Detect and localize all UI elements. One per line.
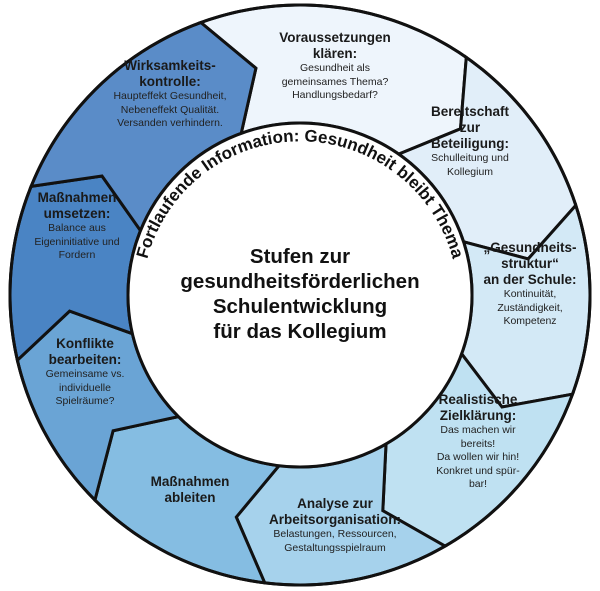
step-body: Haupteffekt Gesundheit, <box>113 90 227 102</box>
step-body: Versanden verhindern. <box>117 117 223 129</box>
step-body: bereits! <box>460 437 496 450</box>
step-title: Bereitschaft <box>430 104 510 119</box>
step-label-wirksamkeitskontrolle: Wirksamkeits-kontrolle:Haupteffekt Gesun… <box>113 58 226 131</box>
step-body: Belastungen, Ressourcen, <box>273 528 397 540</box>
center-title-line: Stufen zur <box>249 245 351 268</box>
center-title: Stufen zur gesundheitsförderlichen Schul… <box>180 244 419 344</box>
center-title-line: gesundheitsförderlichen <box>180 270 420 293</box>
step-body: Das machen wir <box>440 424 516 436</box>
step-body: gemeinsames Thema? <box>281 75 389 88</box>
step-title: Analyse zur <box>297 496 373 511</box>
step-body: Gestaltungsspielraum <box>284 541 386 554</box>
step-title: ableiten <box>164 490 216 505</box>
step-body: Eigeninitiative und <box>34 235 120 248</box>
step-body: Handlungsbedarf? <box>292 89 378 101</box>
step-title: zur <box>459 120 481 135</box>
center-title-line: Schulentwicklung <box>212 295 388 318</box>
step-title: Maßnahmen <box>37 190 117 205</box>
step-title: an der Schule: <box>483 272 577 287</box>
step-body: bar! <box>468 478 488 490</box>
step-title: „Gesundheits- <box>483 240 577 255</box>
step-body: Nebeneffekt Qualität. <box>120 103 220 116</box>
step-body: Schulleitung und <box>431 152 509 164</box>
step-body: Konkret und spür- <box>436 464 520 477</box>
step-title: Voraussetzungen <box>279 30 391 45</box>
step-title: klären: <box>312 46 358 61</box>
step-body: Kontinuität, <box>503 288 557 300</box>
step-title: Beteiligung: <box>431 136 509 151</box>
outer-ring <box>8 3 592 587</box>
step-title: Maßnahmen <box>150 474 230 489</box>
step-title: Wirksamkeits- <box>124 58 216 73</box>
step-body: individuelle <box>59 381 111 394</box>
step-body: Zuständigkeit, <box>497 301 563 314</box>
step-body: Spielräume? <box>55 395 115 407</box>
step-body: Da wollen wir hin! <box>436 451 520 463</box>
step-title: Realistische <box>438 392 518 407</box>
step-title: umsetzen: <box>43 206 111 221</box>
step-title: kontrolle: <box>139 74 201 89</box>
step-title: Arbeitsorganisation: <box>268 512 402 527</box>
step-label-gesundheitsstruktur: „Gesundheits-struktur“an der Schule:Kont… <box>483 240 576 329</box>
step-body: Kollegium <box>446 165 494 178</box>
step-title: Zielklärung: <box>439 408 517 423</box>
step-body: Gemeinsame vs. <box>45 368 125 380</box>
step-body: Balance aus <box>48 222 106 234</box>
step-body: Fordern <box>58 249 96 261</box>
step-title: bearbeiten: <box>48 352 122 367</box>
inner-circle <box>126 121 474 469</box>
step-title: Konflikte <box>56 336 114 351</box>
step-body: Kompetenz <box>503 315 557 327</box>
step-body: Gesundheit als <box>299 62 371 74</box>
center-title-line: für das Kollegium <box>213 320 387 343</box>
step-title: struktur“ <box>501 256 559 271</box>
